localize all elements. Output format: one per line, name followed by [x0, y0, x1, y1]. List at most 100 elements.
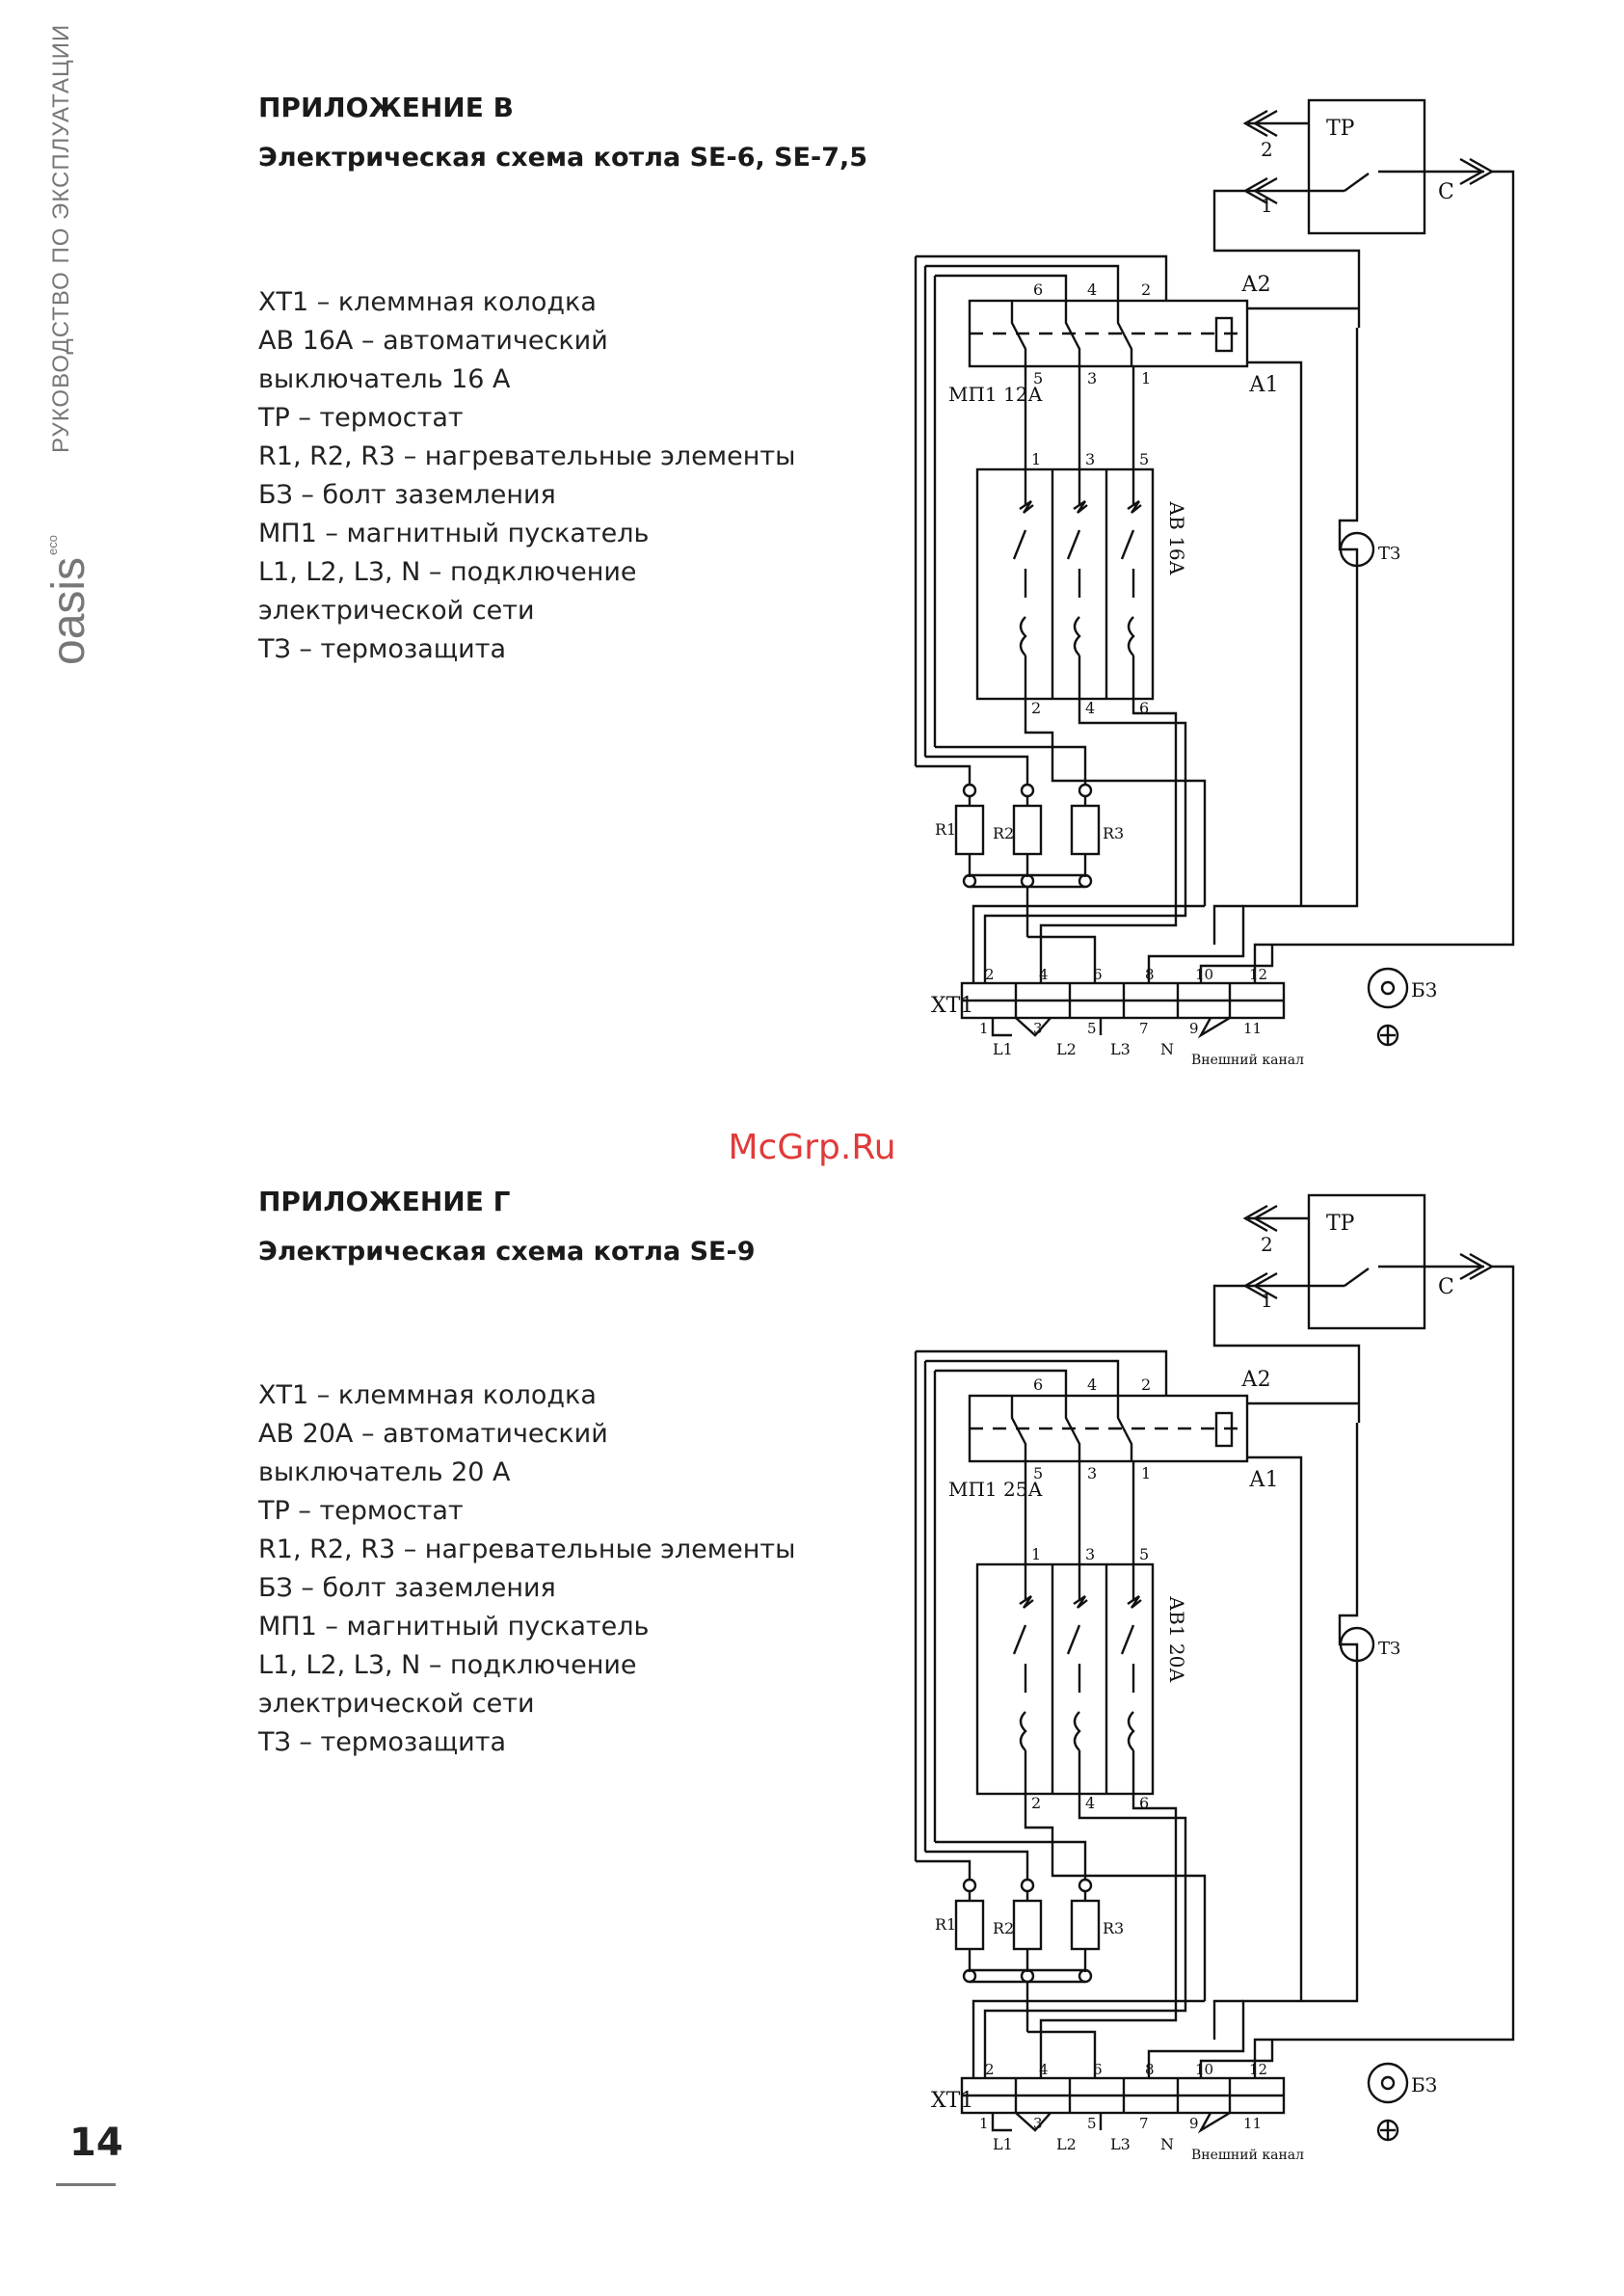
breaker-trip-icon	[1127, 1595, 1142, 1609]
appendix-v-heading: ПРИЛОЖЕНИЕ В	[258, 92, 514, 123]
terminal-number-bottom: 3	[1033, 2115, 1043, 2132]
wire-xt-12	[1253, 943, 1272, 983]
breaker-terminal-top: 5	[1139, 450, 1149, 468]
contactor-terminal-top: 2	[1141, 1375, 1151, 1394]
label-breaker: АВ 16А	[1165, 501, 1188, 575]
legend-item: МП1 – магнитный пускатель	[258, 519, 650, 548]
wire-breaker-4	[1078, 699, 1187, 896]
terminal-number-bottom: 11	[1243, 2115, 1262, 2132]
label-r3: R3	[1103, 1919, 1124, 1937]
breaker-terminal-bottom: 6	[1139, 1794, 1149, 1812]
terminal-number-bottom: 3	[1033, 1020, 1043, 1037]
tr-switch	[1344, 173, 1370, 192]
wire-xt-12	[1253, 2038, 1272, 2078]
contactor-terminal-bottom: 3	[1087, 1464, 1097, 1482]
label-xt1: ХТ1	[931, 2089, 973, 2113]
contactor-contact	[1116, 301, 1133, 366]
breaker-trip-icon	[1019, 1595, 1034, 1609]
tr-switch	[1344, 1268, 1370, 1287]
wire-tr-to-a2	[1212, 1284, 1361, 1423]
contactor-terminal-top: 4	[1087, 280, 1097, 299]
label-tz: ТЗ	[1378, 1639, 1400, 1659]
thermostat-box	[1307, 98, 1426, 235]
wire-breaker-2	[1024, 699, 1207, 906]
wire-c-return	[1272, 1265, 1515, 2042]
heater-element	[1070, 1899, 1101, 1951]
phase-label: L1	[993, 1040, 1013, 1058]
legend-item: L1, L2, L3, N – подключение	[258, 1650, 637, 1680]
phase-label: N	[1160, 2135, 1174, 2153]
terminal-number-top: 8	[1145, 2061, 1155, 2078]
wire-xt-1	[991, 2113, 1012, 2132]
wire-breaker-4	[1078, 1794, 1187, 1991]
wire-r2	[925, 755, 1029, 785]
breaker-coil	[1019, 616, 1027, 656]
breaker-terminal-bottom: 2	[1031, 1794, 1041, 1812]
wire-a1	[1247, 360, 1303, 906]
wire-xt-10	[1199, 945, 1274, 983]
wire-xt-6	[1027, 2030, 1097, 2078]
label-breaker: АВ1 20А	[1165, 1596, 1188, 1683]
legend-item: L1, L2, L3, N – подключение	[258, 557, 637, 587]
label-r2: R2	[993, 1919, 1014, 1937]
label-r1: R1	[935, 1915, 956, 1934]
breaker-coil	[1127, 1711, 1135, 1751]
legend-item: МП1 – магнитный пускатель	[258, 1612, 650, 1642]
legend-item: R1, R2, R3 – нагревательные элементы	[258, 441, 796, 471]
wire-tz	[1301, 328, 1359, 908]
wire-xt-9	[1197, 2111, 1231, 2134]
terminal-number-top: 12	[1249, 2061, 1267, 2078]
label-external-channel: Внешний канал	[1191, 2148, 1304, 2163]
wire-xt-4	[1039, 887, 1178, 983]
heater-element	[1012, 804, 1043, 856]
terminal-number-top: 2	[985, 2061, 995, 2078]
page-number: 14	[69, 2121, 123, 2165]
legend-item: БЗ – болт заземления	[258, 480, 556, 510]
breaker-terminal-top: 1	[1031, 1545, 1041, 1563]
wire-r3	[935, 745, 1087, 785]
wire-c-return	[1272, 170, 1515, 947]
wire-loop-inner	[935, 274, 1068, 301]
wire-xt-3	[1015, 2112, 1052, 2132]
label-c: С	[1438, 1275, 1454, 1299]
breaker-terminal-top: 5	[1139, 1545, 1149, 1563]
wire-xt-8	[1147, 904, 1301, 983]
terminal-number-bottom: 7	[1139, 1020, 1149, 1037]
breaker-coil	[1073, 1711, 1081, 1751]
wire-loop-outer	[916, 1349, 1168, 1396]
heater-terminal	[1020, 783, 1035, 798]
appendix-g-heading: ПРИЛОЖЕНИЕ Г	[258, 1186, 511, 1217]
terminal-number-top: 4	[1039, 2061, 1049, 2078]
thermal-protection-icon	[1339, 1626, 1375, 1663]
contactor-contact	[1064, 1396, 1081, 1461]
legend-item: R1, R2, R3 – нагревательные элементы	[258, 1535, 796, 1564]
label-r1: R1	[935, 820, 956, 839]
terminal-number-top: 6	[1093, 2061, 1103, 2078]
page-number-underline	[56, 2183, 116, 2186]
breaker-box	[975, 1562, 1155, 1796]
wire-xt-6	[1027, 935, 1097, 983]
label-a2: А2	[1241, 273, 1271, 297]
legend-item: ТЗ – термозащита	[258, 1727, 506, 1757]
ground-bolt-icon	[1367, 2062, 1409, 2104]
connector-tr-2-icon	[1252, 1204, 1278, 1233]
legend-item: выключатель 16 А	[258, 364, 511, 394]
connector-tr-1-icon	[1252, 176, 1278, 205]
breaker-coil	[1073, 616, 1081, 656]
wire-loop-outer	[916, 254, 1168, 301]
connector-tr-2-icon	[1242, 109, 1268, 138]
breaker-terminal-top: 3	[1085, 1545, 1095, 1563]
wire-xt-3	[1015, 1017, 1052, 1037]
terminal-number-top: 4	[1039, 966, 1049, 983]
connector-c-icon	[1459, 1252, 1485, 1281]
contactor-contact	[1010, 301, 1027, 366]
wire-a1	[1247, 1455, 1303, 2001]
breaker-trip-icon	[1073, 1595, 1088, 1609]
label-xt1: ХТ1	[931, 994, 973, 1018]
wire-r2	[925, 1850, 1029, 1880]
contactor-terminal-bottom: 1	[1141, 369, 1151, 387]
connector-tr-2-icon	[1252, 109, 1278, 138]
wire-r1	[916, 1859, 972, 1880]
